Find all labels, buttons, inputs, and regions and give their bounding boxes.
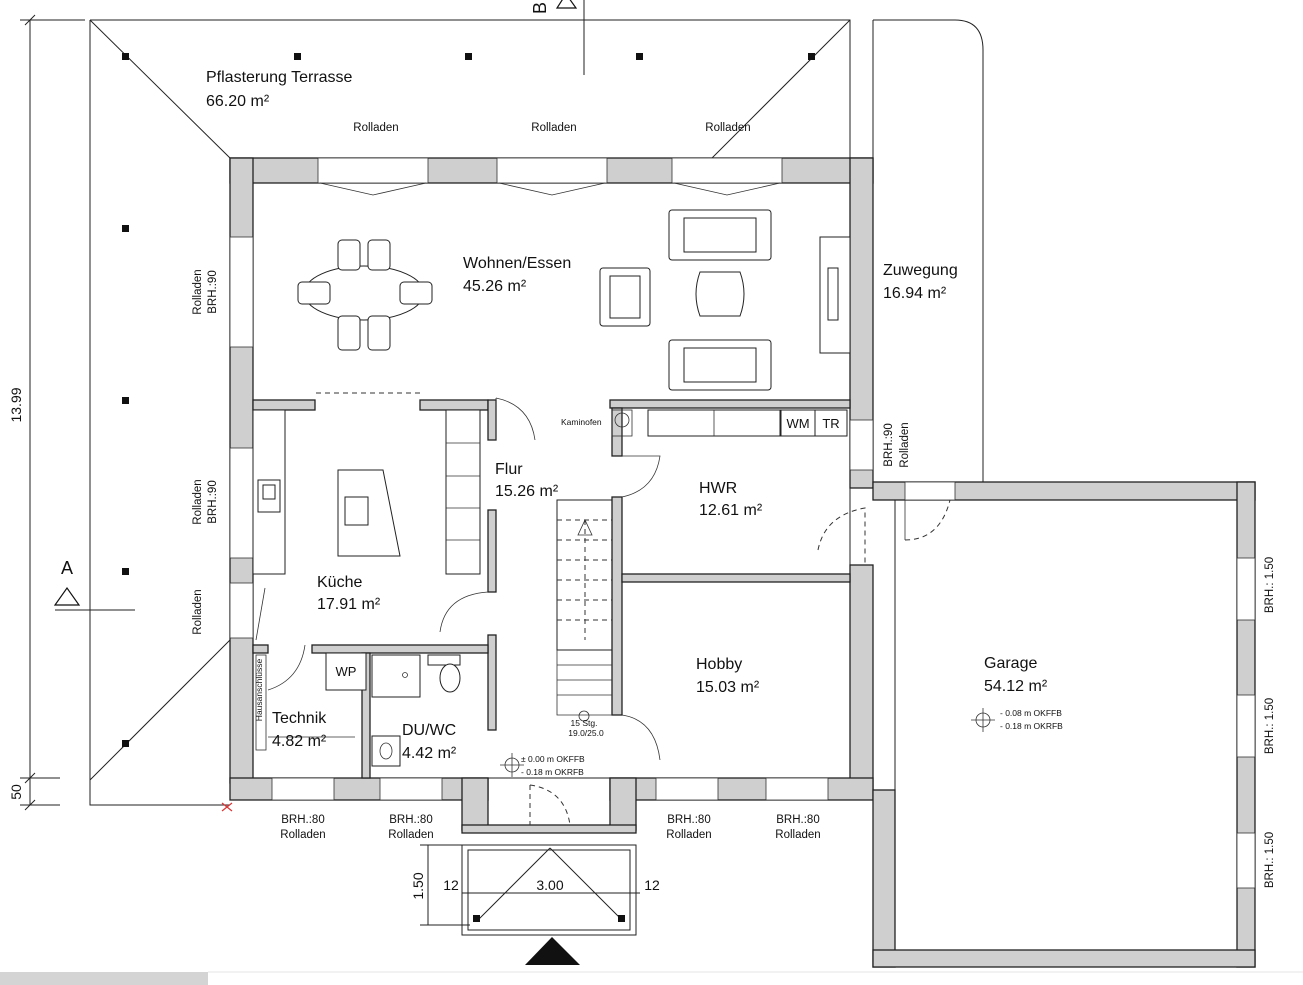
section-label-a: A (61, 558, 73, 578)
terrace-outline (89, 19, 984, 806)
room-name-garage: Garage (984, 655, 1037, 672)
room-name-duwc: DU/WC (402, 722, 456, 739)
room-name-hobby: Hobby (696, 656, 742, 673)
wp-label: WP (336, 664, 357, 679)
interior-walls (252, 399, 851, 779)
brh80-label-bottom-4: BRH.:80 (776, 814, 819, 826)
brh80-label-bottom-3: BRH.:80 (667, 814, 710, 826)
rolladen-label-top-2: Rolladen (531, 122, 576, 134)
room-name-hwr: HWR (699, 480, 737, 497)
room-name-terrasse: Pflasterung Terrasse (206, 69, 353, 86)
brh150-label-garage-1: BRH.: 1.50 (1264, 557, 1276, 613)
rolladen-label-bottom-1: Rolladen (280, 829, 325, 841)
stairs-count-label: 15 Stg. (571, 718, 598, 728)
room-area-zuwegung: 16.94 m² (883, 285, 947, 302)
level-flur-okffb: ± 0.00 m OKFFB (521, 754, 585, 764)
brh90-label-right: BRH.:90 (883, 423, 895, 466)
brh150-label-garage-3: BRH.: 1.50 (1264, 832, 1276, 888)
level-garage-okrfb: - 0.18 m OKRFB (1000, 721, 1063, 731)
room-area-kueche: 17.91 m² (317, 596, 381, 613)
rolladen-label-left-1: Rolladen (192, 269, 204, 314)
brh80-label-bottom-1: BRH.:80 (281, 814, 324, 826)
rolladen-label-top-3: Rolladen (705, 122, 750, 134)
room-name-technik: Technik (272, 710, 327, 727)
dim-porch-side-left: 12 (443, 877, 459, 893)
corner-marker (221, 802, 233, 812)
rolladen-label-right: Rolladen (899, 422, 911, 467)
rolladen-label-left-2: Rolladen (192, 479, 204, 524)
furniture (252, 209, 851, 767)
room-area-terrasse: 66.20 m² (206, 93, 270, 110)
section-marker-a (53, 586, 135, 611)
room-name-wohnen: Wohnen/Essen (463, 255, 571, 272)
hausanschluss-label: Hausanschlüsse (254, 659, 264, 722)
room-area-hwr: 12.61 m² (699, 502, 763, 519)
room-area-garage: 54.12 m² (984, 678, 1048, 695)
brh150-label-garage-2: BRH.: 1.50 (1264, 698, 1276, 754)
room-area-hobby: 15.03 m² (696, 679, 760, 696)
level-flur-okrfb: - 0.18 m OKRFB (521, 767, 584, 777)
left-windows (229, 236, 266, 641)
entrance-porch (461, 844, 637, 965)
brh80-label-bottom-2: BRH.:80 (389, 814, 432, 826)
rolladen-label-bottom-3: Rolladen (666, 829, 711, 841)
rolladen-label-bottom-2: Rolladen (388, 829, 433, 841)
room-area-flur: 15.26 m² (495, 483, 559, 500)
dim-porch-depth: 1.50 (410, 872, 426, 899)
room-name-flur: Flur (495, 461, 523, 478)
horizontal-scrollbar[interactable] (0, 972, 208, 985)
room-area-wohnen: 45.26 m² (463, 278, 527, 295)
kaminofen-label: Kaminofen (561, 417, 602, 427)
level-garage-okffb: - 0.08 m OKFFB (1000, 708, 1062, 718)
brh90-label-left-2: BRH.:90 (207, 480, 219, 523)
tr-label: TR (822, 416, 839, 431)
room-area-duwc: 4.42 m² (402, 745, 457, 762)
dim-height-offset: 50 (8, 784, 24, 800)
wm-label: WM (786, 416, 809, 431)
dim-porch-side-right: 12 (644, 877, 660, 893)
section-label-b: B (530, 2, 550, 14)
room-name-zuwegung: Zuwegung (883, 262, 958, 279)
brh90-label-left-1: BRH.:90 (207, 270, 219, 313)
top-windows (317, 157, 783, 196)
stairs (556, 499, 613, 722)
section-marker-b (555, 0, 585, 75)
dim-porch-width: 3.00 (536, 877, 563, 893)
dim-height-total: 13.99 (8, 387, 24, 422)
bottom-windows (271, 419, 874, 801)
rolladen-label-left-3: Rolladen (192, 589, 204, 634)
room-name-kueche: Küche (317, 574, 362, 591)
garage-walls (872, 481, 1256, 968)
doors (267, 392, 866, 826)
rolladen-label-top-1: Rolladen (353, 122, 398, 134)
level-markers (500, 708, 995, 777)
stairs-dims-label: 19.0/25.0 (568, 728, 604, 738)
rolladen-label-bottom-4: Rolladen (775, 829, 820, 841)
room-area-technik: 4.82 m² (272, 733, 327, 750)
